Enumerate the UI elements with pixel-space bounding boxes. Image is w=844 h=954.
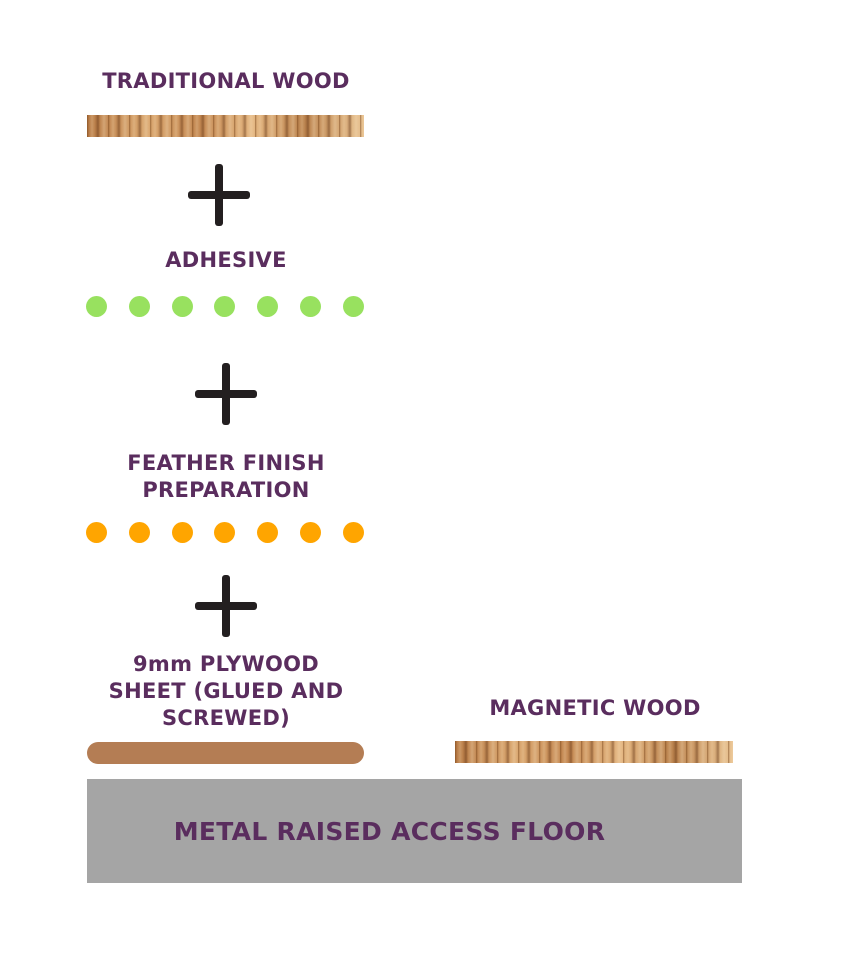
adhesive-label: ADHESIVE [165,248,287,272]
adhesive-dot [128,296,150,317]
magnetic-wood-label: MAGNETIC WOOD [489,696,701,720]
feather-finish-dot [257,522,279,543]
plywood-label: 9mm PLYWOOD SHEET (GLUED AND SCREWED) [108,652,344,730]
adhesive-dot [171,296,193,317]
adhesive-dot [300,296,322,317]
plus-icon [195,363,257,425]
magnetic-wood-strip [455,741,733,763]
adhesive-dot [257,296,279,317]
feather-finish-dot [128,522,150,543]
floor-label: METAL RAISED ACCESS FLOOR [173,816,606,846]
traditional-wood-label: TRADITIONAL WOOD [102,69,350,93]
raised-access-floor [87,779,742,883]
feather-finish-label: FEATHER FINISH PREPARATION [127,451,325,502]
feather-finish-dot [214,522,236,543]
feather-finish-dot [300,522,322,543]
plus-icon [195,575,257,637]
adhesive-dot [214,296,236,317]
feather-finish-dots [86,522,364,543]
plywood-sheet [87,742,364,764]
adhesive-dot [342,296,364,317]
adhesive-dot [86,296,107,317]
feather-finish-dot [342,522,364,543]
adhesive-dots [86,296,364,317]
traditional-wood-strip [87,115,364,137]
feather-finish-dot [171,522,193,543]
feather-finish-dot [86,522,107,543]
plus-icon [188,164,250,226]
